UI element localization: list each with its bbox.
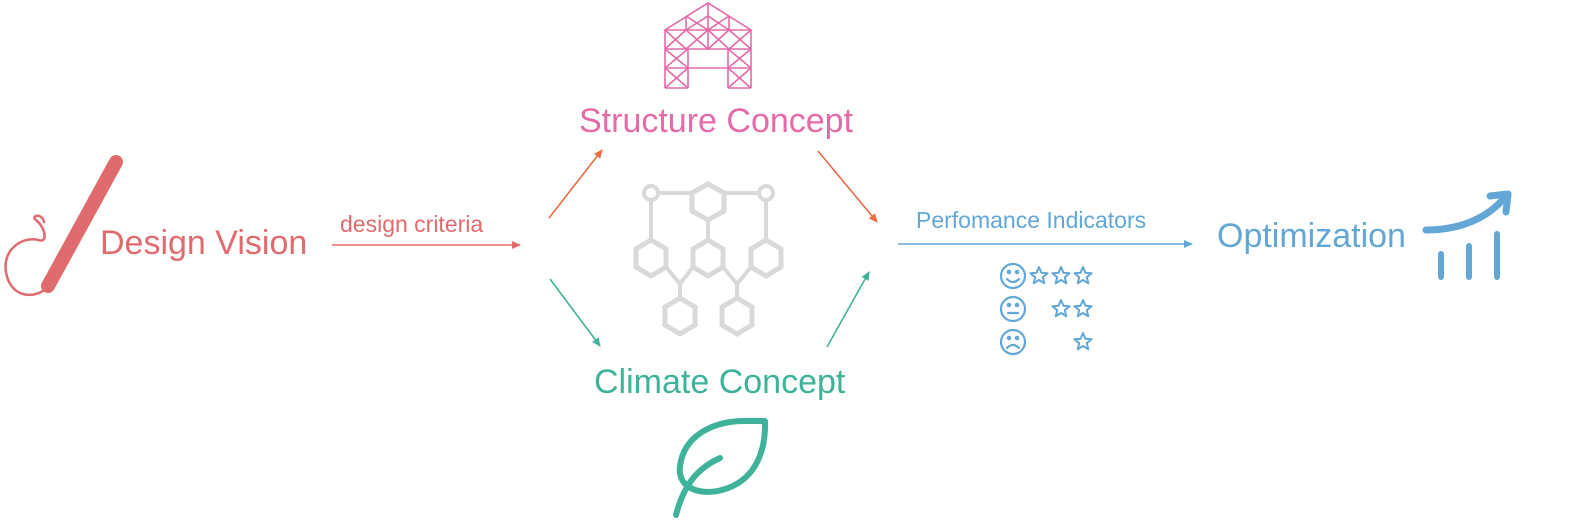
arrow-to-climate	[549, 278, 601, 347]
rating-stars	[1029, 266, 1093, 351]
arrow-climate-out	[826, 271, 870, 348]
chart-trend-icon	[1422, 190, 1512, 280]
performance-indicators-label: Perfomance Indicators	[916, 207, 1147, 233]
design-vision-label: Design Vision	[100, 224, 308, 262]
star-icon	[1029, 266, 1049, 285]
star-icon	[1073, 332, 1093, 351]
design-criteria-label: design criteria	[340, 211, 484, 237]
star-icon	[1051, 266, 1071, 285]
network-icon	[633, 181, 784, 337]
rating-icon	[999, 262, 1027, 356]
arrow-structure-out	[817, 150, 878, 223]
arrow-to-structure	[548, 149, 603, 219]
house-frame-icon	[664, 2, 752, 89]
pen-icon	[4, 155, 123, 296]
star-icon	[1073, 299, 1093, 318]
optimization-label: Optimization	[1217, 217, 1406, 255]
structure-concept-label: Structure Concept	[579, 102, 854, 140]
leaf-icon	[673, 418, 769, 518]
star-icon	[1051, 299, 1071, 318]
climate-concept-label: Climate Concept	[594, 363, 846, 401]
star-icon	[1073, 266, 1093, 285]
